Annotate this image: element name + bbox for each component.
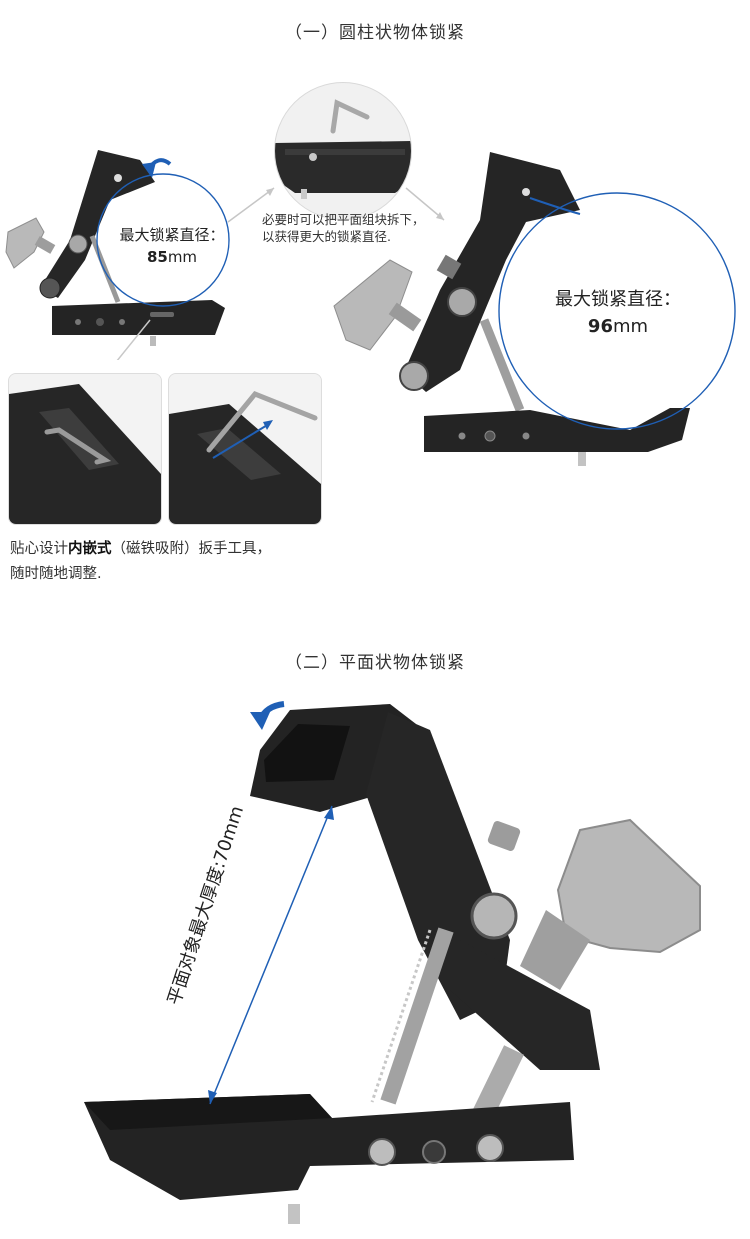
wrench-in-use-thumbnail — [168, 373, 322, 525]
large-clamp-unit: mm — [612, 316, 649, 337]
section-1-title: （一）圆柱状物体锁紧 — [285, 23, 465, 43]
small-clamp-dimension: 最大锁紧直径： 85mm — [112, 224, 232, 268]
inset-arrows — [227, 187, 445, 223]
wrench-caption-bold: 内嵌式 — [68, 541, 112, 557]
wrench-stored-thumbnail — [8, 373, 162, 525]
wrench-caption: 贴心设计内嵌式（磁铁吸附）扳手工具， 随时随地调整. — [10, 537, 340, 587]
plate-removal-note-line-2: 以获得更大的锁紧直径. — [262, 229, 391, 244]
large-clamp-image — [330, 140, 750, 480]
large-clamp-value: 96 — [587, 316, 613, 337]
small-clamp-value: 85 — [146, 248, 168, 266]
small-clamp-image — [0, 140, 240, 360]
wrench-caption-part-2: （磁铁吸附）扳手工具， — [111, 541, 272, 557]
flat-object-clamp-image — [70, 690, 730, 1235]
large-clamp-label: 最大锁紧直径： — [555, 289, 681, 310]
wrench-caption-line-2: 随时随地调整. — [10, 566, 102, 582]
section-2-title: （二）平面状物体锁紧 — [285, 653, 465, 673]
plate-detail-inset — [274, 82, 412, 220]
plate-removal-note: 必要时可以把平面组块拆下， 以获得更大的锁紧直径. — [262, 211, 442, 245]
large-clamp-dimension: 最大锁紧直径： 96mm — [548, 286, 688, 340]
small-clamp-unit: mm — [167, 248, 198, 266]
wrench-caption-part-1: 贴心设计 — [10, 541, 68, 557]
small-clamp-label: 最大锁紧直径： — [119, 226, 225, 244]
plate-removal-note-line-1: 必要时可以把平面组块拆下， — [262, 212, 425, 227]
